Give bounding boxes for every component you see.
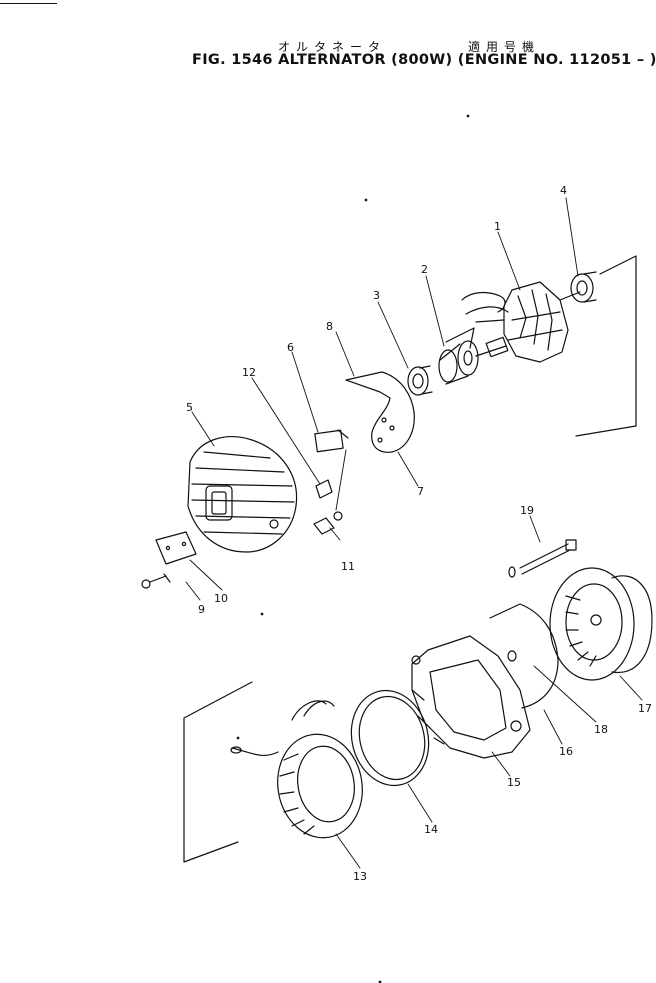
callout-14: 14 <box>424 823 438 836</box>
bearing-part-3 <box>407 365 433 396</box>
callout-3: 3 <box>373 289 380 302</box>
cover-plate-part-8 <box>345 371 415 453</box>
leader-lines <box>185 197 643 869</box>
japanese-applicability-label: 適用号機 <box>468 40 541 54</box>
rear-housing-part-5 <box>187 436 298 553</box>
callout-19: 19 <box>520 504 534 517</box>
reference-line-upper <box>575 255 637 437</box>
callout-labels: 1 2 3 4 5 6 7 8 9 10 11 12 13 14 15 16 1… <box>186 184 652 883</box>
cover-part-10 <box>155 531 197 565</box>
callout-13: 13 <box>353 870 367 883</box>
callout-12: 12 <box>242 366 256 379</box>
callout-11: 11 <box>341 560 355 573</box>
callout-7: 7 <box>417 485 424 498</box>
callout-9: 9 <box>198 603 205 616</box>
brush-part-12 <box>315 479 333 499</box>
through-bolt-part-19 <box>508 539 577 578</box>
front-bracket-part-17 <box>549 567 653 681</box>
callout-2: 2 <box>421 263 428 276</box>
stator-part-13 <box>230 700 363 839</box>
callout-8: 8 <box>326 320 333 333</box>
terminal-part-11 <box>313 511 343 535</box>
callout-6: 6 <box>287 341 294 354</box>
o-ring-part-14 <box>350 689 430 787</box>
japanese-title: オルタネータ <box>278 40 387 54</box>
front-housing-part-15 <box>411 635 531 759</box>
callout-18: 18 <box>594 723 608 736</box>
callout-1: 1 <box>494 220 501 233</box>
rotor-part <box>461 281 581 363</box>
pulley-part <box>438 327 507 385</box>
callout-10: 10 <box>214 592 228 605</box>
callout-4: 4 <box>560 184 567 197</box>
regulator-part-6 <box>314 429 349 453</box>
gasket-part-16 <box>489 603 559 709</box>
callout-16: 16 <box>559 745 573 758</box>
callout-5: 5 <box>186 401 193 414</box>
screw-part-9 <box>141 573 171 589</box>
reference-line-lower <box>183 681 253 863</box>
figure-title: FIG. 1546 ALTERNATOR (800W) (ENGINE NO. … <box>192 52 656 68</box>
corner-rule <box>0 3 57 4</box>
washer-part-18 <box>507 650 517 662</box>
callout-17: 17 <box>638 702 652 715</box>
callout-15: 15 <box>507 776 521 789</box>
bearing-part-4 <box>570 271 597 303</box>
